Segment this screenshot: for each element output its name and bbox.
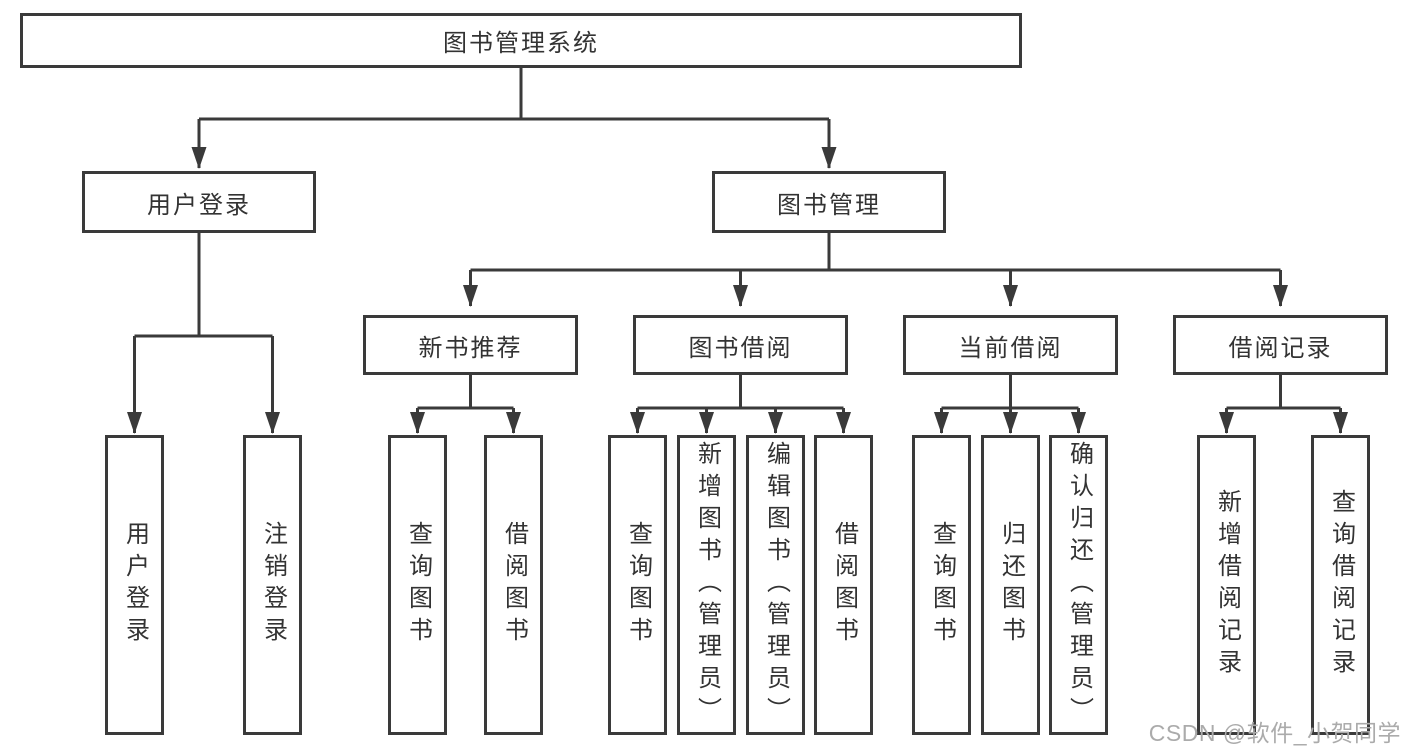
leaf-current-query-books-label: 查询图书: [928, 521, 956, 649]
leaf-recommend-borrow-books: 借阅图书: [484, 435, 543, 735]
leaf-current-return-books: 归还图书: [981, 435, 1040, 735]
leaf-recommend-borrow-books-label: 借阅图书: [500, 521, 528, 649]
node-book-borrow-label: 图书借阅: [688, 334, 793, 362]
node-book-management-label: 图书管理: [777, 191, 881, 219]
leaf-user-login: 用户登录: [105, 435, 164, 735]
leaf-borrow-borrow-books-label: 借阅图书: [830, 521, 858, 649]
leaf-logout-label: 注销登录: [259, 521, 287, 649]
node-book-borrow: 图书借阅: [633, 315, 848, 375]
node-new-book-recommend: 新书推荐: [363, 315, 578, 375]
node-new-book-recommend-label: 新书推荐: [418, 334, 523, 362]
leaf-borrow-edit-books-admin-label: 编辑图书（管理员）: [762, 441, 790, 729]
leaf-borrow-query-books-label: 查询图书: [624, 521, 652, 649]
node-root-system: 图书管理系统: [20, 13, 1022, 68]
node-current-borrow-label: 当前借阅: [958, 334, 1063, 362]
node-current-borrow: 当前借阅: [903, 315, 1118, 375]
leaf-current-return-books-label: 归还图书: [997, 521, 1025, 649]
node-book-management-branch: 图书管理: [712, 171, 946, 233]
leaf-records-add-borrow-record-label: 新增借阅记录: [1213, 489, 1241, 681]
node-borrow-records-label: 借阅记录: [1228, 334, 1333, 362]
leaf-records-query-borrow-record: 查询借阅记录: [1311, 435, 1370, 735]
leaf-borrow-add-books-admin: 新增图书（管理员）: [677, 435, 736, 735]
leaf-current-confirm-return-admin-label: 确认归还（管理员）: [1065, 441, 1093, 729]
leaf-user-login-label: 用户登录: [121, 521, 149, 649]
leaf-borrow-edit-books-admin: 编辑图书（管理员）: [746, 435, 805, 735]
node-borrow-records: 借阅记录: [1173, 315, 1388, 375]
leaf-current-confirm-return-admin: 确认归还（管理员）: [1049, 435, 1108, 735]
leaf-borrow-add-books-admin-label: 新增图书（管理员）: [693, 441, 721, 729]
leaf-borrow-query-books: 查询图书: [608, 435, 667, 735]
leaf-logout: 注销登录: [243, 435, 302, 735]
node-user-login-label: 用户登录: [147, 191, 251, 219]
leaf-current-query-books: 查询图书: [912, 435, 971, 735]
leaf-recommend-query-books-label: 查询图书: [404, 521, 432, 649]
leaf-recommend-query-books: 查询图书: [388, 435, 447, 735]
leaf-records-add-borrow-record: 新增借阅记录: [1197, 435, 1256, 735]
leaf-records-query-borrow-record-label: 查询借阅记录: [1327, 489, 1355, 681]
node-root-label: 图书管理系统: [443, 30, 599, 57]
watermark: CSDN @软件_小贺同学: [1148, 720, 1401, 746]
node-user-login-branch: 用户登录: [82, 171, 316, 233]
leaf-borrow-borrow-books: 借阅图书: [814, 435, 873, 735]
